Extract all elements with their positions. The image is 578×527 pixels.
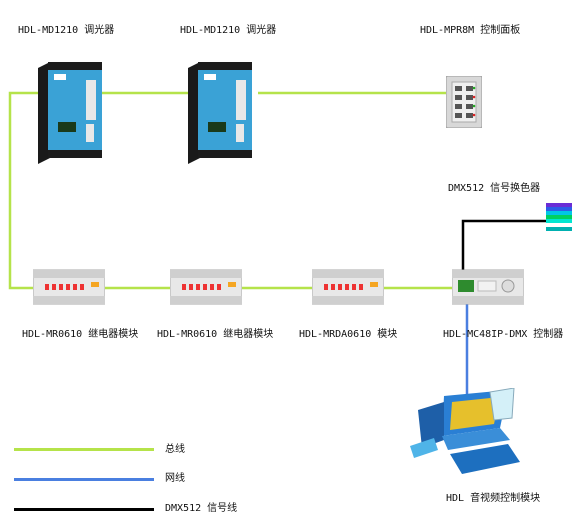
panel-label: HDL-MPR8M 控制面板 bbox=[420, 25, 521, 36]
legend-dmx-label: DMX512 信号线 bbox=[165, 503, 238, 514]
relay-module-2-device bbox=[170, 269, 242, 305]
legend-network-swatch bbox=[14, 478, 154, 481]
legend-network-label: 网线 bbox=[165, 473, 185, 484]
bus-wire-main bbox=[8, 91, 38, 290]
color-changer-device bbox=[546, 203, 572, 231]
legend-bus-label: 总线 bbox=[165, 444, 185, 455]
av-module-label: HDL 音视频控制模块 bbox=[446, 493, 541, 504]
dimmer-1-device bbox=[38, 62, 102, 164]
control-panel-device bbox=[446, 76, 482, 128]
relay-1-label: HDL-MR0610 继电器模块 bbox=[22, 329, 139, 340]
dimmer-2-device bbox=[188, 62, 252, 164]
legend-bus-swatch bbox=[14, 448, 154, 451]
dmx-wire bbox=[461, 219, 548, 270]
controller-device bbox=[452, 269, 524, 305]
dimmer-2-label: HDL-MD1210 调光器 bbox=[180, 25, 277, 36]
av-control-module-device bbox=[410, 388, 520, 474]
dimmer-module-device bbox=[312, 269, 384, 305]
relay-2-label: HDL-MR0610 继电器模块 bbox=[157, 329, 274, 340]
dimmer-1-label: HDL-MD1210 调光器 bbox=[18, 25, 115, 36]
dimmer-module-label: HDL-MRDA0610 模块 bbox=[299, 329, 398, 340]
legend-dmx-swatch bbox=[14, 508, 154, 511]
dmx-changer-label: DMX512 信号换色器 bbox=[448, 183, 541, 194]
relay-module-1-device bbox=[33, 269, 105, 305]
controller-label: HDL-MC48IP-DMX 控制器 bbox=[443, 329, 564, 340]
